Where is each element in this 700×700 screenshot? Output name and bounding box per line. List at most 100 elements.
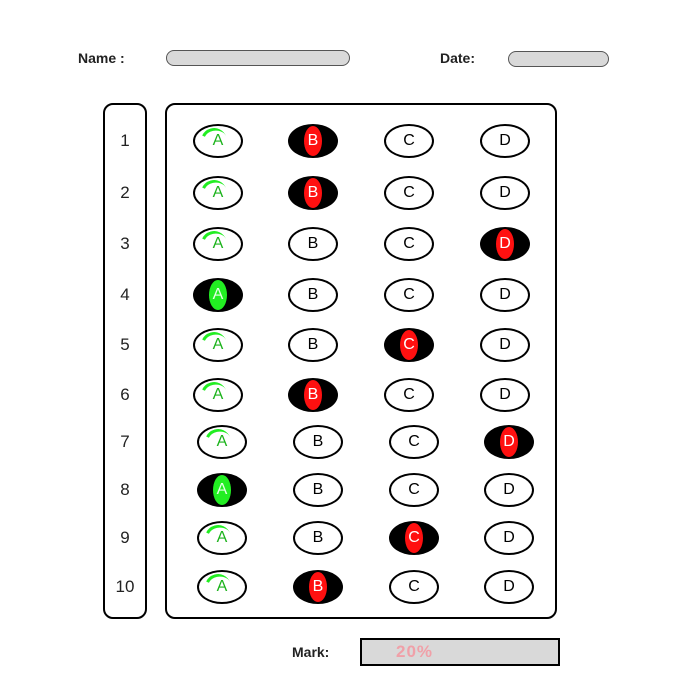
answer-bubble-d[interactable]: D: [480, 227, 530, 261]
bubble-letter: C: [403, 184, 415, 201]
answer-bubble-a[interactable]: A: [193, 278, 243, 312]
answer-bubble-a[interactable]: A: [193, 328, 243, 362]
question-number: 7: [120, 432, 130, 451]
answer-bubble-b[interactable]: B: [293, 473, 343, 507]
question-number: 3: [120, 234, 130, 253]
bubble-letter: D: [499, 386, 511, 403]
date-field[interactable]: [508, 51, 609, 67]
answer-bubble-b[interactable]: B: [288, 278, 338, 312]
bubble-letter: B: [307, 235, 319, 252]
answer-bubble-b[interactable]: B: [293, 521, 343, 555]
bubble-letter: C: [403, 336, 415, 353]
mark-box: 20%: [360, 638, 560, 666]
question-number: 2: [120, 183, 130, 202]
question-number: 8: [120, 480, 130, 499]
question-number: 4: [120, 285, 130, 304]
answer-bubble-d[interactable]: D: [480, 176, 530, 210]
answer-bubble-d[interactable]: D: [484, 473, 534, 507]
answer-bubble-c[interactable]: C: [389, 521, 439, 555]
bubble-letter: C: [403, 132, 415, 149]
answer-bubble-c[interactable]: C: [384, 227, 434, 261]
bubble-letter: C: [408, 433, 420, 450]
bubble-letter: A: [212, 386, 224, 403]
bubble-letter: B: [312, 481, 324, 498]
answer-bubble-b[interactable]: B: [288, 328, 338, 362]
bubble-letter: C: [403, 235, 415, 252]
bubble-letter: D: [503, 433, 515, 450]
answer-bubble-a[interactable]: A: [197, 473, 247, 507]
name-field[interactable]: [166, 50, 350, 66]
answer-bubble-d[interactable]: D: [484, 425, 534, 459]
bubble-letter: C: [403, 286, 415, 303]
mark-label: Mark:: [292, 644, 330, 660]
bubble-letter: C: [408, 481, 420, 498]
answer-bubble-d[interactable]: D: [480, 278, 530, 312]
mark-value: 20%: [396, 642, 434, 661]
question-number-column: [103, 103, 147, 619]
bubble-letter: B: [312, 578, 324, 595]
bubble-letter: B: [307, 336, 319, 353]
answer-grid: [165, 103, 557, 619]
answer-bubble-a[interactable]: A: [197, 570, 247, 604]
bubble-letter: B: [307, 286, 319, 303]
bubble-letter: A: [212, 286, 224, 303]
date-label: Date:: [440, 50, 476, 66]
answer-bubble-c[interactable]: C: [384, 328, 434, 362]
answer-bubble-d[interactable]: D: [484, 570, 534, 604]
answer-bubble-b[interactable]: B: [293, 570, 343, 604]
bubble-letter: B: [307, 132, 319, 149]
answer-bubble-a[interactable]: A: [197, 521, 247, 555]
answer-bubble-b[interactable]: B: [288, 227, 338, 261]
answer-bubble-c[interactable]: C: [389, 425, 439, 459]
answer-bubble-d[interactable]: D: [480, 378, 530, 412]
bubble-letter: D: [499, 132, 511, 149]
answer-bubble-a[interactable]: A: [193, 176, 243, 210]
bubble-letter: B: [307, 386, 319, 403]
answer-bubble-c[interactable]: C: [384, 176, 434, 210]
answer-bubble-d[interactable]: D: [480, 328, 530, 362]
answer-bubble-c[interactable]: C: [384, 378, 434, 412]
answer-bubble-a[interactable]: A: [193, 124, 243, 158]
answer-bubble-a[interactable]: A: [193, 227, 243, 261]
question-number: 10: [115, 577, 135, 596]
incorrect-mark: [400, 330, 418, 360]
answer-bubble-a[interactable]: A: [193, 378, 243, 412]
bubble-letter: D: [503, 578, 515, 595]
bubble-letter: D: [499, 235, 511, 252]
incorrect-mark: [304, 178, 322, 208]
answer-bubble-b[interactable]: B: [288, 176, 338, 210]
answer-bubble-c[interactable]: C: [384, 124, 434, 158]
bubble-letter: A: [212, 235, 224, 252]
bubble-letter: A: [216, 529, 228, 546]
answer-bubble-c[interactable]: C: [389, 570, 439, 604]
answer-bubble-b[interactable]: B: [288, 378, 338, 412]
bubble-letter: D: [499, 184, 511, 201]
bubble-letter: A: [216, 481, 228, 498]
incorrect-mark: [304, 126, 322, 156]
bubble-letter: C: [403, 386, 415, 403]
bubble-letter: B: [312, 433, 324, 450]
correct-mark: [213, 475, 231, 505]
correct-mark: [209, 280, 227, 310]
bubble-letter: D: [503, 481, 515, 498]
answer-bubble-c[interactable]: C: [384, 278, 434, 312]
answer-bubble-d[interactable]: D: [480, 124, 530, 158]
bubble-letter: D: [499, 286, 511, 303]
question-number: 9: [120, 528, 130, 547]
answer-bubble-c[interactable]: C: [389, 473, 439, 507]
incorrect-mark: [304, 380, 322, 410]
answer-bubble-a[interactable]: A: [197, 425, 247, 459]
answer-bubble-d[interactable]: D: [484, 521, 534, 555]
incorrect-mark: [405, 523, 423, 553]
bubble-letter: B: [312, 529, 324, 546]
bubble-letter: A: [212, 132, 224, 149]
answer-bubble-b[interactable]: B: [288, 124, 338, 158]
bubble-letter: A: [212, 336, 224, 353]
bubble-letter: A: [216, 433, 228, 450]
bubble-letter: D: [503, 529, 515, 546]
question-number: 1: [120, 131, 130, 150]
incorrect-mark: [500, 427, 518, 457]
bubble-letter: B: [307, 184, 319, 201]
question-number: 5: [120, 335, 130, 354]
answer-bubble-b[interactable]: B: [293, 425, 343, 459]
